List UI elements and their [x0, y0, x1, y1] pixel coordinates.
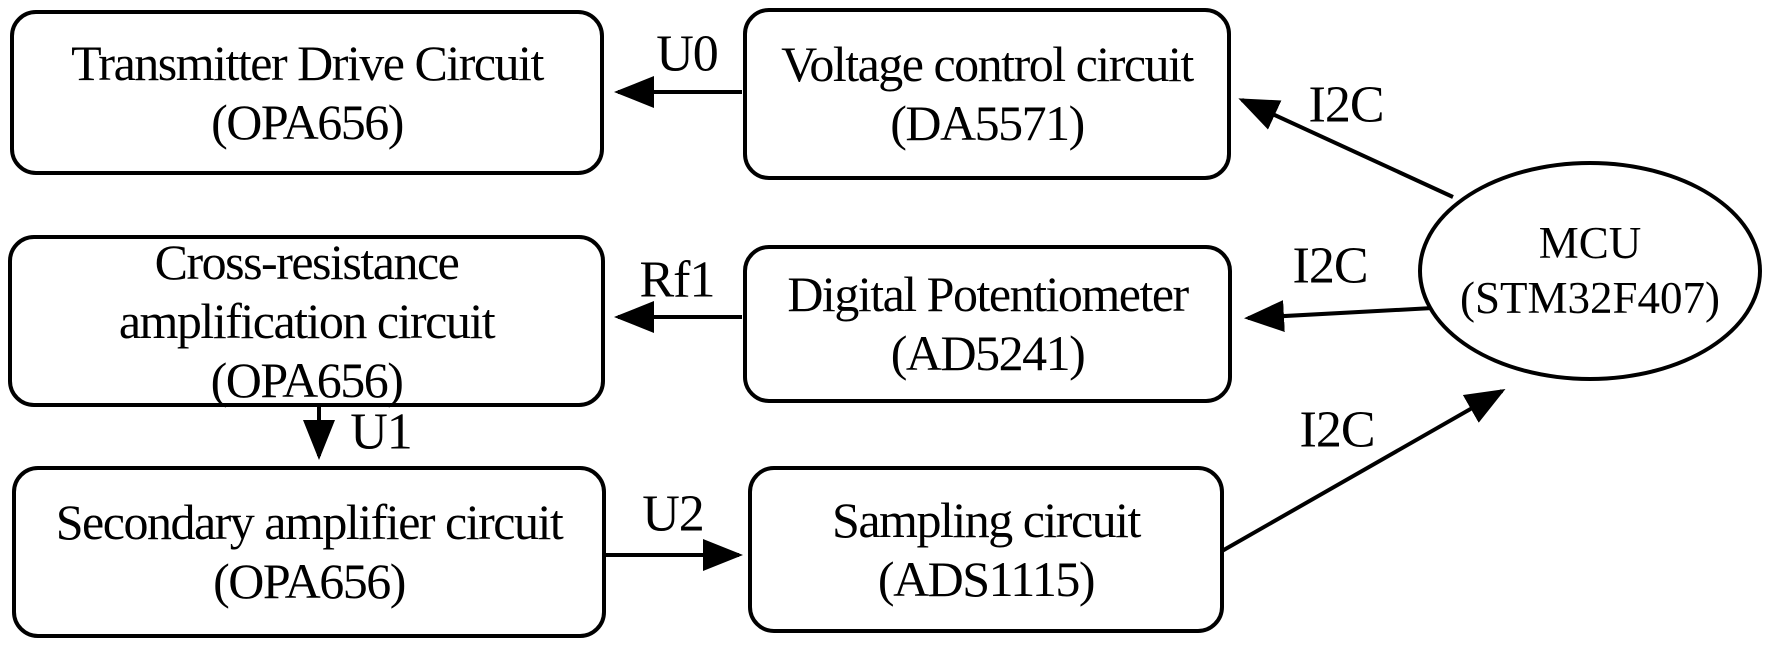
node-mcu: MCU (STM32F407) [1418, 161, 1762, 381]
edge-label-i2c-middle: I2C [1292, 237, 1369, 295]
node-cross-resistance-amplification-circuit: Cross-resistance amplification circuit (… [8, 233, 605, 408]
node-sampling-circuit: Sampling circuit (ADS1115) [748, 466, 1224, 633]
node-label-digital-potentiometer: Digital Potentiometer (AD5241) [787, 266, 1189, 381]
node-label-sampling-circuit: Sampling circuit (ADS1115) [832, 491, 1141, 607]
node-label-transmitter-drive-circuit: Transmitter Drive Circuit (OPA656) [71, 34, 544, 150]
arrow-i2c-mcu-to-voltage [1238, 98, 1454, 199]
node-voltage-control-circuit: Voltage control circuit (DA5571) [743, 8, 1231, 180]
edge-label-i2c-bottom: I2C [1299, 401, 1376, 459]
node-label-secondary-amplifier-circuit: Secondary amplifier circuit (OPA656) [55, 494, 564, 609]
node-transmitter-drive-circuit: Transmitter Drive Circuit (OPA656) [10, 10, 604, 175]
edge-label-u0: U0 [656, 25, 719, 83]
node-label-voltage-control-circuit: Voltage control circuit (DA5571) [781, 36, 1194, 151]
node-label-mcu: MCU (STM32F407) [1459, 218, 1721, 323]
node-digital-potentiometer: Digital Potentiometer (AD5241) [743, 245, 1232, 403]
edge-label-u2: U2 [642, 485, 705, 543]
node-label-cross-resistance-amplification-circuit: Cross-resistance amplification circuit (… [118, 233, 496, 408]
edge-label-i2c-top: I2C [1308, 76, 1385, 134]
edge-label-u1: U1 [350, 403, 413, 461]
edge-label-rf1: Rf1 [639, 251, 716, 309]
node-secondary-amplifier-circuit: Secondary amplifier circuit (OPA656) [12, 466, 606, 638]
arrow-i2c-sampling-to-mcu [1221, 389, 1506, 553]
arrow-i2c-mcu-to-potentiometer [1244, 300, 1434, 333]
